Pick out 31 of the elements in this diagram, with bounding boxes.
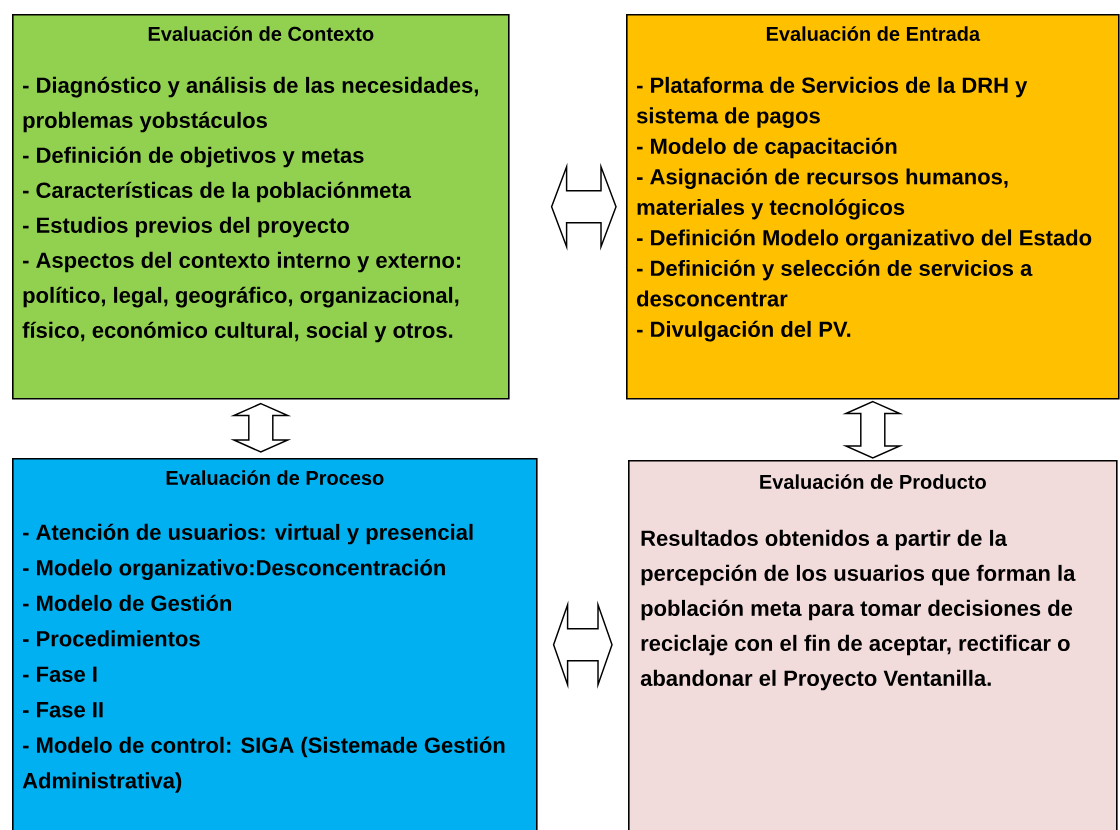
heading: Evaluación de Producto [760,474,986,489]
list-item: - Modelo organizativo:Desconcentración [23,559,445,580]
evaluation-box [12,458,538,830]
list-item: - Estudios previos del proyecto [23,216,349,238]
list-item: - Atención de usuarios: virtual y presencial [23,523,473,545]
double-arrow [230,402,292,453]
list-item: - Asignación de recursos humanos, materiales y tecnológicos [637,168,1008,220]
list-item: - Procedimientos [23,630,200,647]
list-item: - Definición Modelo organizativo del Estado [637,229,1092,250]
evaluation-box [12,14,510,400]
list-item: - Divulgación del PV. [637,320,851,342]
list-item: - Características de la poblaciónmeta [23,181,412,203]
evaluation-box [628,460,1118,830]
double-arrow [550,162,617,251]
heading: Evaluación de Entrada [766,26,981,41]
list-item: - Fase II [23,702,103,718]
double-arrow [842,400,904,459]
list-item: - Definición y selección de servicios a desconcentrar [637,259,1033,307]
list-item: - Aspectos del contexto interno y externo: político, legal, geográfico, organizacional, físico, económico cultural, social y otros. [22,251,461,343]
double-arrow [552,600,613,690]
paragraph: Resultados obtenidos a partir de la percepción de los usuarios que forman la población meta para tomar decisiones de reciclaje con el fin de aceptar, rectificar o abandonar el Proyecto Ventanilla. [640,529,1076,691]
list-item: - Fase I [23,666,97,682]
list-item: - Modelo de control: SIGA (Sistemade Gestión Administrativa) [22,736,505,793]
heading: Evaluación de Proceso [166,470,384,485]
list-item: - Modelo de capacitación [637,137,897,159]
heading: Evaluación de Contexto [148,26,374,41]
list-item: - Diagnóstico y análisis de las necesidades, problemas yobstáculos [23,76,478,133]
list-item: - Modelo de Gestión [23,594,231,611]
list-item: - Definición de objetivos y metas [23,146,364,168]
evaluation-box [626,14,1120,400]
list-item: - Plataforma de Servicios de la DRH y sistema de pagos [636,76,1028,128]
